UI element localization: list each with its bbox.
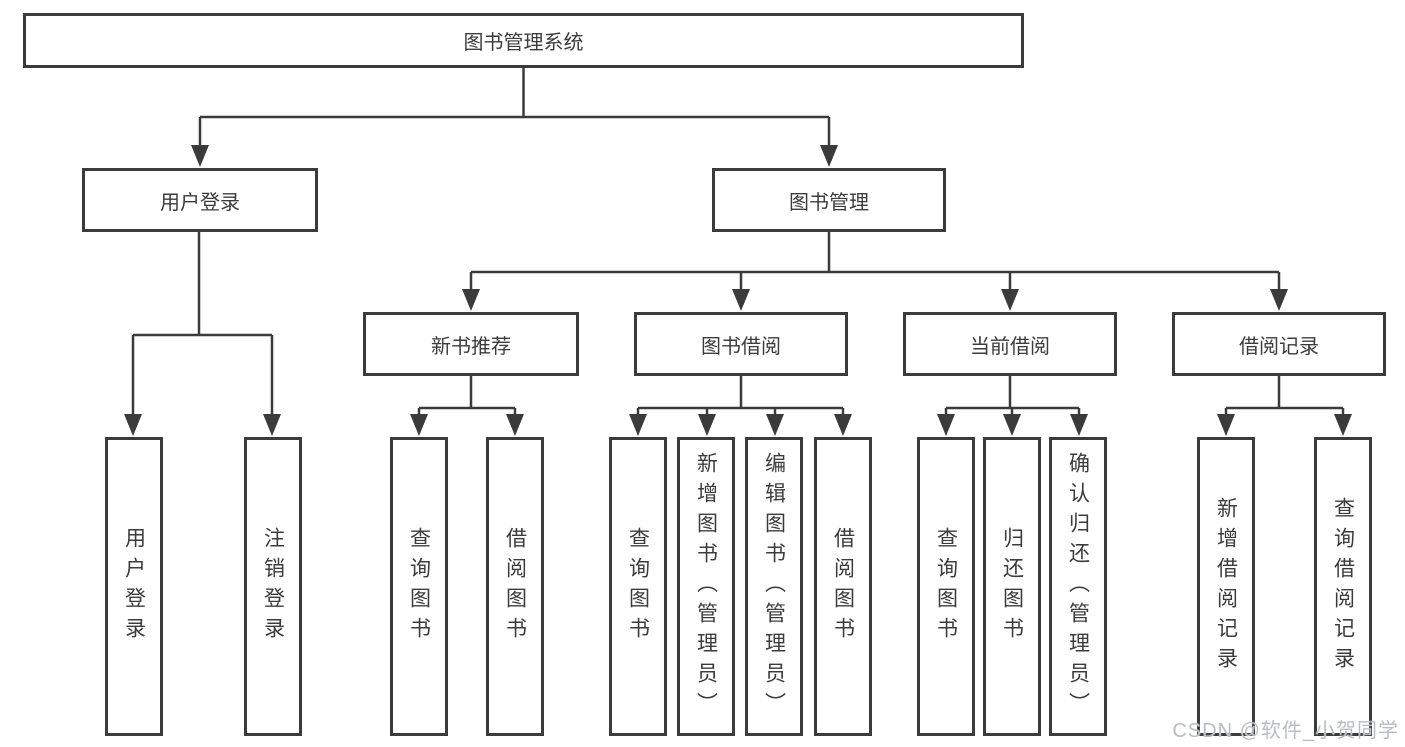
arrowhead: [410, 414, 428, 436]
connector-borrow-records-to-leaves: [1224, 376, 1345, 416]
csdn-watermark: CSDN @软件_小贺同学: [1172, 720, 1399, 742]
leaf-label: 归还图书: [1000, 526, 1024, 647]
arrowhead: [629, 414, 647, 436]
leaf-label: 借阅图书: [503, 526, 527, 647]
leaf-label: 用户登录: [122, 526, 146, 647]
connector-user-login-to-leaves: [131, 232, 274, 416]
node-current-borrowing: 当前借阅: [903, 312, 1117, 376]
leaf-edit-books-admin: 编辑图书（管理员）: [745, 437, 803, 736]
arrowhead: [820, 145, 838, 167]
node-new-book-recommendation: 新书推荐: [363, 312, 579, 376]
arrowhead: [834, 414, 852, 436]
arrowhead: [1270, 289, 1288, 311]
leaf-label: 新增图书（管理员）: [694, 451, 718, 722]
node-borrowing-records: 借阅记录: [1172, 312, 1386, 376]
connector-book-borrow-to-leaves: [636, 376, 845, 416]
arrowhead: [1217, 414, 1235, 436]
leaf-borrow-books-recommend: 借阅图书: [486, 437, 544, 736]
node-library-management-system: 图书管理系统: [23, 13, 1024, 68]
leaf-query-books-borrowing: 查询图书: [609, 437, 667, 736]
leaf-label: 查询图书: [626, 526, 650, 647]
node-book-borrowing: 图书借阅: [634, 312, 848, 376]
connector-current-borrow-to-leaves: [944, 376, 1081, 416]
leaf-label: 查询图书: [934, 526, 958, 647]
leaf-label: 查询借阅记录: [1331, 496, 1355, 677]
node-user-login: 用户登录: [82, 168, 318, 232]
connector-root-to-level2: [198, 68, 831, 148]
arrowhead: [766, 414, 784, 436]
leaf-return-books: 归还图书: [983, 437, 1041, 736]
arrowhead: [1334, 414, 1352, 436]
arrowhead: [698, 414, 716, 436]
arrowhead: [1070, 414, 1088, 436]
leaf-label: 借阅图书: [831, 526, 855, 647]
arrowhead: [263, 414, 281, 436]
arrowhead: [506, 414, 524, 436]
arrowhead: [1001, 289, 1019, 311]
leaf-label: 查询图书: [407, 526, 431, 647]
leaf-add-borrow-record: 新增借阅记录: [1197, 437, 1255, 736]
leaf-user-login: 用户登录: [105, 437, 163, 736]
arrowhead: [191, 145, 209, 167]
leaf-add-books-admin: 新增图书（管理员）: [677, 437, 735, 736]
leaf-label: 编辑图书（管理员）: [762, 451, 786, 722]
leaf-confirm-return-admin: 确认归还（管理员）: [1049, 437, 1107, 736]
leaf-label: 注销登录: [261, 526, 285, 647]
leaf-query-books-recommend: 查询图书: [390, 437, 448, 736]
leaf-query-borrow-record: 查询借阅记录: [1314, 437, 1372, 736]
arrowhead: [937, 414, 955, 436]
leaf-logout: 注销登录: [244, 437, 302, 736]
connector-book-mgmt-to-level3: [469, 232, 1281, 292]
arrowhead: [732, 289, 750, 311]
leaf-label: 新增借阅记录: [1214, 496, 1238, 677]
arrowhead: [462, 289, 480, 311]
arrowhead: [1003, 414, 1021, 436]
leaf-borrow-books: 借阅图书: [814, 437, 872, 736]
node-book-management: 图书管理: [712, 168, 946, 232]
leaf-label: 确认归还（管理员）: [1066, 451, 1090, 722]
arrowheads: [124, 145, 1352, 436]
connector-new-book-rec-to-leaves: [417, 376, 517, 416]
leaf-query-books-current: 查询图书: [917, 437, 975, 736]
arrowhead: [124, 414, 142, 436]
